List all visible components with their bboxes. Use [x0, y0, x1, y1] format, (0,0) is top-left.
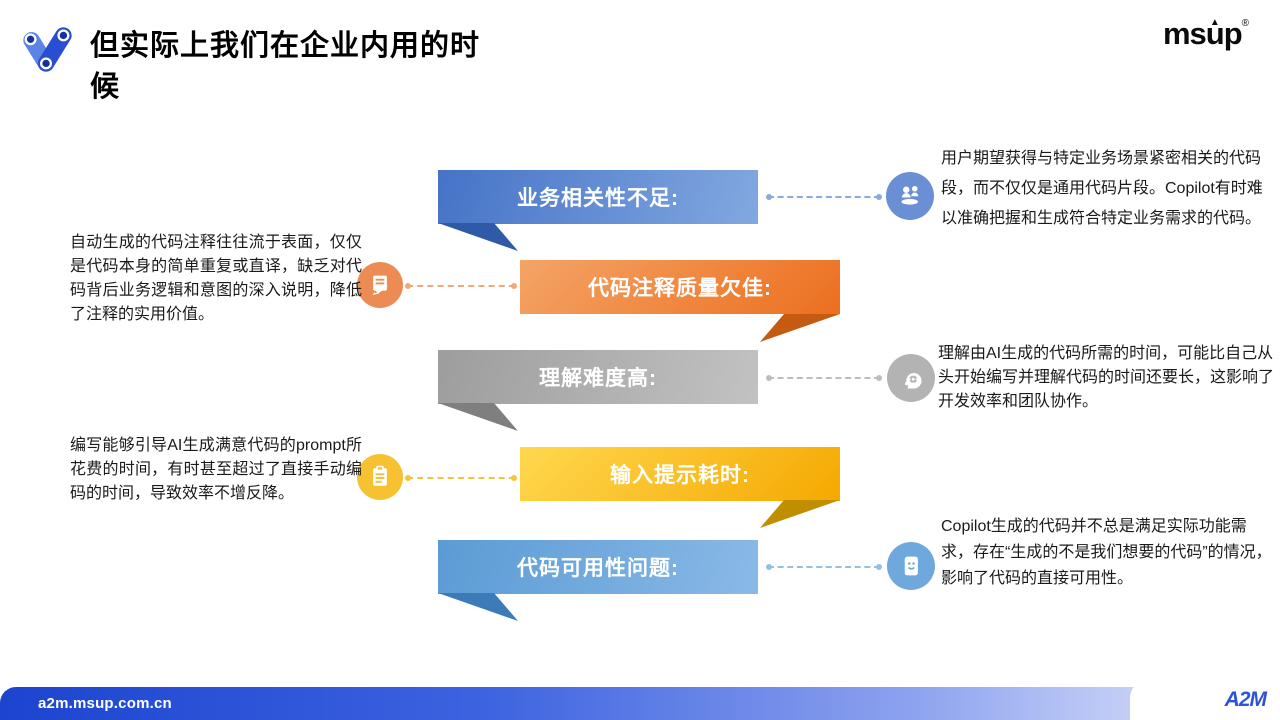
footer-url: a2m.msup.com.cn	[38, 695, 172, 712]
msup-logo-u: u▲	[1205, 16, 1225, 51]
issue-description: 理解由AI生成的代码所需的时间，可能比自己从头开始编写并理解代码的时间还要长，这…	[938, 345, 1275, 410]
connector-dot	[876, 375, 882, 381]
connector-line	[766, 375, 882, 381]
connector-dot	[876, 564, 882, 570]
msup-logo-ms: ms	[1162, 16, 1207, 51]
msup-checkmark-logo-icon	[16, 20, 78, 81]
page-title: 但实际上我们在企业内用的时 候	[90, 26, 690, 107]
issue-description: 自动生成的代码注释往往流于表面，仅仅是代码本身的简单重复或直译，缺乏对代码背后业…	[70, 234, 362, 323]
connector-dot	[511, 283, 517, 289]
ribbon-fold-icon	[760, 500, 840, 528]
connector-line	[405, 283, 517, 289]
footer-logo-tab: A2M	[1130, 680, 1280, 720]
clipboard-icon	[357, 454, 403, 500]
page-title-line2: 候	[90, 70, 121, 103]
head-gear-icon	[887, 354, 935, 402]
connector-line	[766, 194, 882, 200]
issue-description: 用户期望获得与特定业务场景紧密相关的代码段，而不仅仅是通用代码片段。Copilo…	[941, 150, 1263, 227]
ribbon-fold-icon	[760, 314, 840, 342]
ribbon-business-relevance: 业务相关性不足:	[438, 170, 758, 224]
footer-bar: a2m.msup.com.cn	[0, 687, 1280, 720]
code-board-icon	[887, 542, 935, 590]
connector-dot	[405, 283, 411, 289]
connector-dot	[511, 475, 517, 481]
connector-dot	[876, 194, 882, 200]
ribbon-label: 理解难度高:	[539, 367, 657, 390]
document-signature-icon	[357, 262, 403, 308]
ribbon-label: 输入提示耗时:	[610, 464, 750, 487]
connector-dot	[766, 375, 772, 381]
ribbon-fold-icon	[438, 223, 518, 251]
connector-line	[405, 475, 517, 481]
issue-description: Copilot生成的代码并不总是满足实际功能需求，存在“生成的不是我们想要的代码…	[941, 518, 1272, 587]
page-title-line1: 但实际上我们在企业内用的时	[90, 30, 481, 62]
connector-dot	[766, 194, 772, 200]
msup-logo-p: p	[1223, 16, 1243, 51]
ribbon-label: 代码注释质量欠佳:	[588, 277, 772, 300]
a2m-logo: A2M	[1224, 688, 1267, 711]
connector-line	[766, 564, 882, 570]
issue-description: 编写能够引导AI生成满意代码的prompt所花费的时间，有时甚至超过了直接手动编…	[70, 437, 362, 502]
ribbon-label: 业务相关性不足:	[517, 187, 679, 210]
ribbon-fold-icon	[438, 403, 518, 431]
ribbon-fold-icon	[438, 593, 518, 621]
msup-logo: msu▲p®	[1162, 16, 1249, 52]
ribbon-prompt-time: 输入提示耗时:	[520, 447, 840, 501]
connector-dot	[405, 475, 411, 481]
ribbon-comment-quality: 代码注释质量欠佳:	[520, 260, 840, 314]
registered-mark: ®	[1241, 18, 1249, 29]
ribbon-label: 代码可用性问题:	[517, 557, 679, 580]
ribbon-code-usability: 代码可用性问题:	[438, 540, 758, 594]
team-discussion-icon	[886, 172, 934, 220]
up-arrow-icon: ▲	[1209, 17, 1220, 28]
ribbon-comprehension-difficulty: 理解难度高:	[438, 350, 758, 404]
connector-dot	[766, 564, 772, 570]
